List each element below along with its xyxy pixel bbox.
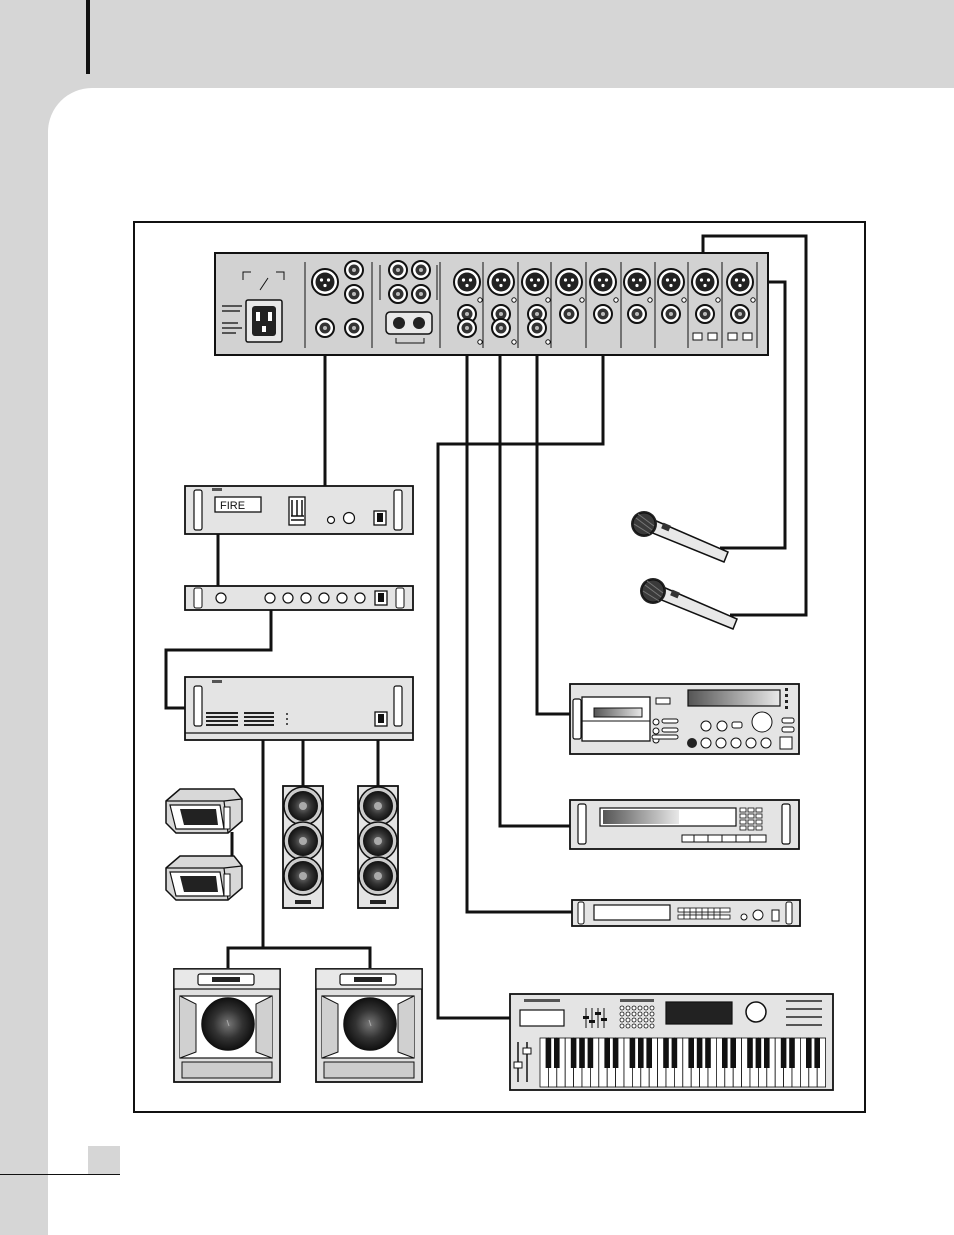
ch6-xlr [624, 269, 650, 295]
keyboard-keys [540, 1038, 826, 1087]
black-key [546, 1038, 552, 1068]
black-key [756, 1038, 762, 1068]
eq-power-switch-icon [375, 591, 387, 605]
tape-deck [570, 800, 799, 849]
aux-jack-3 [345, 319, 363, 337]
black-key [722, 1038, 728, 1068]
black-key [688, 1038, 694, 1068]
keyboard-display [666, 1002, 732, 1024]
ch8-xlr [692, 269, 718, 295]
equalizer-unit [185, 586, 413, 610]
synthesizer-keyboard [510, 994, 833, 1090]
cd-display [688, 690, 780, 706]
processor-logo-icon [289, 497, 305, 525]
black-key [781, 1038, 787, 1068]
ch7-xlr [658, 269, 684, 295]
cd-player [570, 684, 799, 754]
black-key [663, 1038, 669, 1068]
black-key [638, 1038, 644, 1068]
black-key [588, 1038, 594, 1068]
black-key [604, 1038, 610, 1068]
power-amplifier [185, 677, 413, 740]
ch3-xlr [522, 269, 548, 295]
rca-pair [386, 312, 432, 334]
black-key [646, 1038, 652, 1068]
black-key [806, 1038, 812, 1068]
effects-unit [572, 900, 800, 926]
subwoofer-right [316, 969, 422, 1082]
black-key [697, 1038, 703, 1068]
ch4-xlr [556, 269, 582, 295]
processor-power-switch-icon [374, 511, 386, 525]
aux-jack-2 [345, 285, 363, 303]
main-out-jack [316, 319, 334, 337]
tower-speaker-right [358, 786, 398, 908]
black-key [730, 1038, 736, 1068]
black-key [747, 1038, 753, 1068]
tower-speaker-left [283, 786, 323, 908]
processor-unit: FIRE [185, 486, 413, 534]
processor-display-text: FIRE [220, 500, 245, 512]
subwoofer-left [174, 969, 280, 1082]
aux-jack-1 [345, 261, 363, 279]
ch5-xlr [590, 269, 616, 295]
power-inlet [246, 300, 282, 342]
main-out-xlr [312, 269, 338, 295]
mixer-rear-panel [215, 253, 768, 355]
black-key [613, 1038, 619, 1068]
amplifier-power-switch-icon [375, 712, 387, 726]
black-key [630, 1038, 636, 1068]
black-key [814, 1038, 820, 1068]
black-key [579, 1038, 585, 1068]
ch2-xlr [488, 269, 514, 295]
black-key [789, 1038, 795, 1068]
monitor-wedge-lower [166, 856, 242, 900]
black-key [705, 1038, 711, 1068]
keyboard-data-wheel-icon [746, 1002, 766, 1022]
black-key [571, 1038, 577, 1068]
black-key [554, 1038, 560, 1068]
ch1-xlr [454, 269, 480, 295]
black-key [672, 1038, 678, 1068]
ch9-xlr [727, 269, 753, 295]
black-key [764, 1038, 770, 1068]
